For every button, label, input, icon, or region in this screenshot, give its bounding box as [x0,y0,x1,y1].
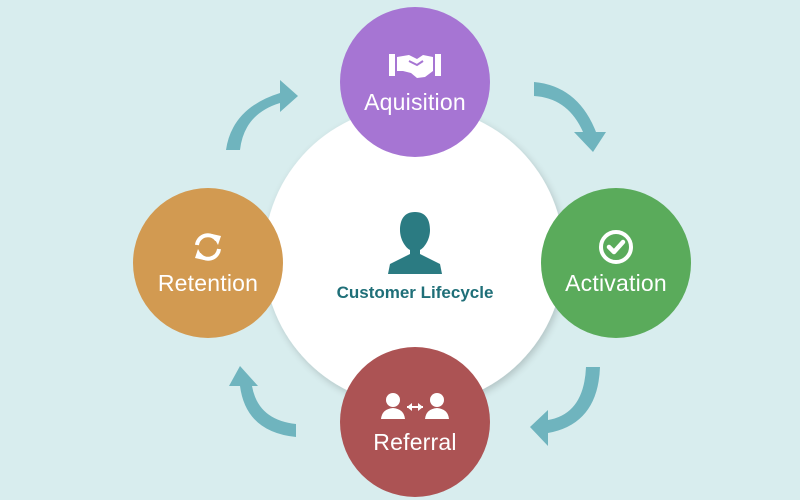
stage-label: Retention [157,269,259,296]
stage-label: Referral [373,428,457,455]
people-exchange-icon [379,389,451,423]
stage-activation[interactable]: Activation [541,188,691,338]
check-circle-icon [598,229,634,264]
stage-label: Aquisition [364,88,466,115]
refresh-icon [190,230,226,264]
handshake-icon [387,49,443,83]
center-title: Customer Lifecycle [336,283,494,302]
arrow-activation-to-referral [530,367,600,446]
stage-referral[interactable]: Referral [340,347,490,497]
arrow-retention-to-aquisition [226,80,298,150]
stage-aquisition[interactable]: Aquisition [340,7,490,157]
person-icon [382,210,448,279]
arrow-aquisition-to-activation [534,82,606,152]
stage-label: Activation [565,269,667,296]
stage-retention[interactable]: Retention [133,188,283,338]
arrow-referral-to-retention [229,366,296,437]
